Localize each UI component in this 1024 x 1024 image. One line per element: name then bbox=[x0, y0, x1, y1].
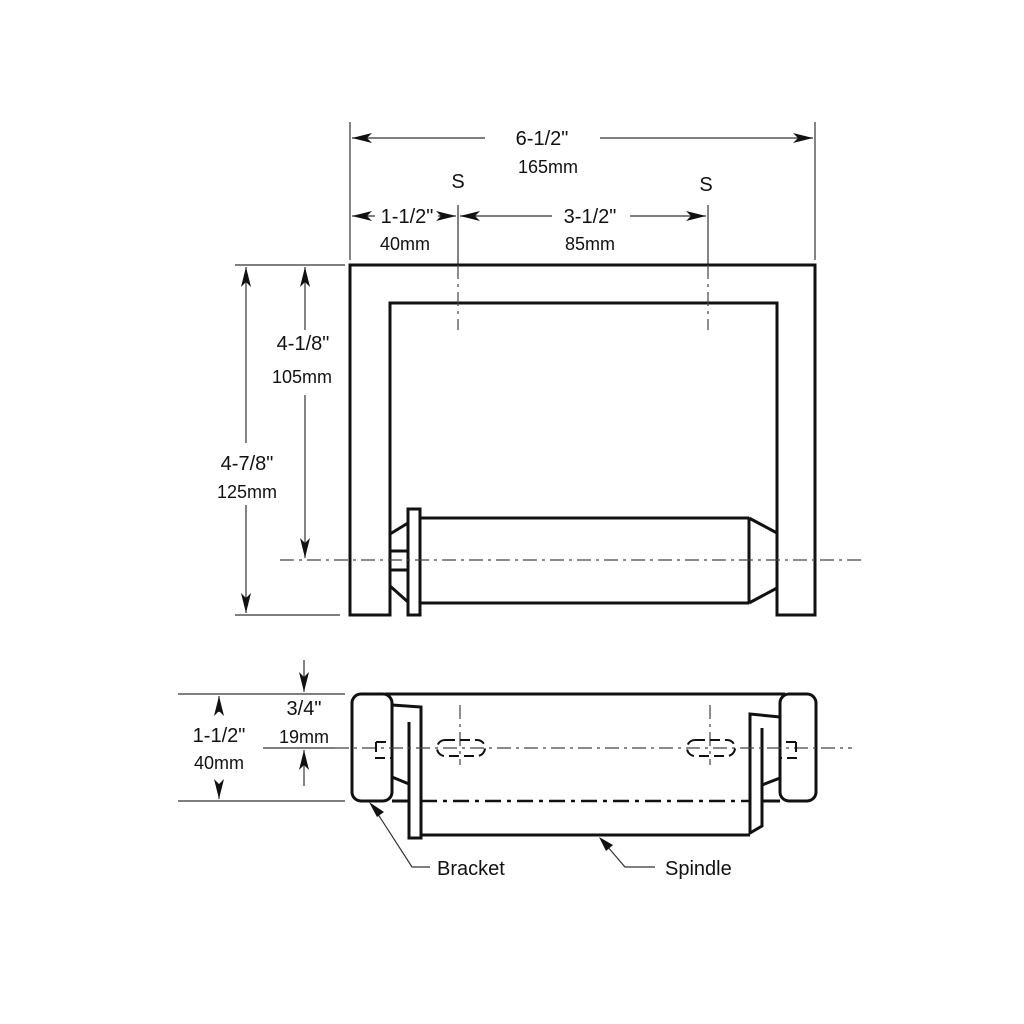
spindle-left-cap bbox=[389, 507, 422, 617]
mounting-slot-left bbox=[436, 739, 486, 757]
front-view: 6-1/2" 165mm S S 1-1/2" 40mm 3-1/2" 85mm bbox=[217, 122, 862, 617]
left-to-mount-dimension: 1-1/2" 40mm bbox=[352, 206, 456, 254]
screw-hint-left bbox=[375, 741, 392, 759]
holder-frame bbox=[348, 263, 817, 617]
overall-height-metric: 125mm bbox=[217, 482, 277, 502]
overall-height-imperial: 4-7/8" bbox=[221, 453, 274, 475]
left-bracket bbox=[391, 703, 423, 840]
left-to-mount-metric: 40mm bbox=[380, 234, 430, 254]
spindle-callout: Spindle bbox=[599, 837, 732, 880]
mount-spacing-imperial: 3-1/2" bbox=[564, 206, 617, 228]
overall-depth-dimension: 1-1/2" 40mm bbox=[193, 696, 246, 799]
mounting-slot-right bbox=[686, 739, 736, 757]
mount-spacing-metric: 85mm bbox=[565, 234, 615, 254]
right-bracket bbox=[748, 712, 781, 836]
bracket-callout: Bracket bbox=[369, 802, 505, 880]
top-to-spindle-dimension: 4-1/8" 105mm bbox=[272, 267, 332, 558]
spindle-label: Spindle bbox=[665, 858, 732, 880]
mount-marker-right: S bbox=[699, 174, 712, 196]
left-to-mount-imperial: 1-1/2" bbox=[381, 206, 434, 228]
overall-width-metric: 165mm bbox=[518, 157, 578, 177]
depth-to-center-imperial: 3/4" bbox=[287, 698, 322, 720]
overall-depth-imperial: 1-1/2" bbox=[193, 725, 246, 747]
mount-marker-left: S bbox=[451, 171, 464, 193]
overall-width-imperial: 6-1/2" bbox=[516, 128, 569, 150]
overall-height-dimension: 4-7/8" 125mm bbox=[217, 267, 277, 613]
depth-to-center-dimension: 3/4" 19mm bbox=[279, 660, 329, 786]
depth-to-center-metric: 19mm bbox=[279, 727, 329, 747]
overall-depth-metric: 40mm bbox=[194, 753, 244, 773]
top-to-spindle-metric: 105mm bbox=[272, 367, 332, 387]
screw-hint-right bbox=[780, 741, 797, 759]
top-to-spindle-imperial: 4-1/8" bbox=[277, 333, 330, 355]
bracket-label: Bracket bbox=[437, 858, 505, 880]
mount-spacing-dimension: 3-1/2" 85mm bbox=[460, 206, 706, 254]
overall-width-dimension: 6-1/2" 165mm bbox=[352, 128, 813, 177]
bottom-view: 1-1/2" 40mm 3/4" 19mm bbox=[178, 660, 852, 880]
